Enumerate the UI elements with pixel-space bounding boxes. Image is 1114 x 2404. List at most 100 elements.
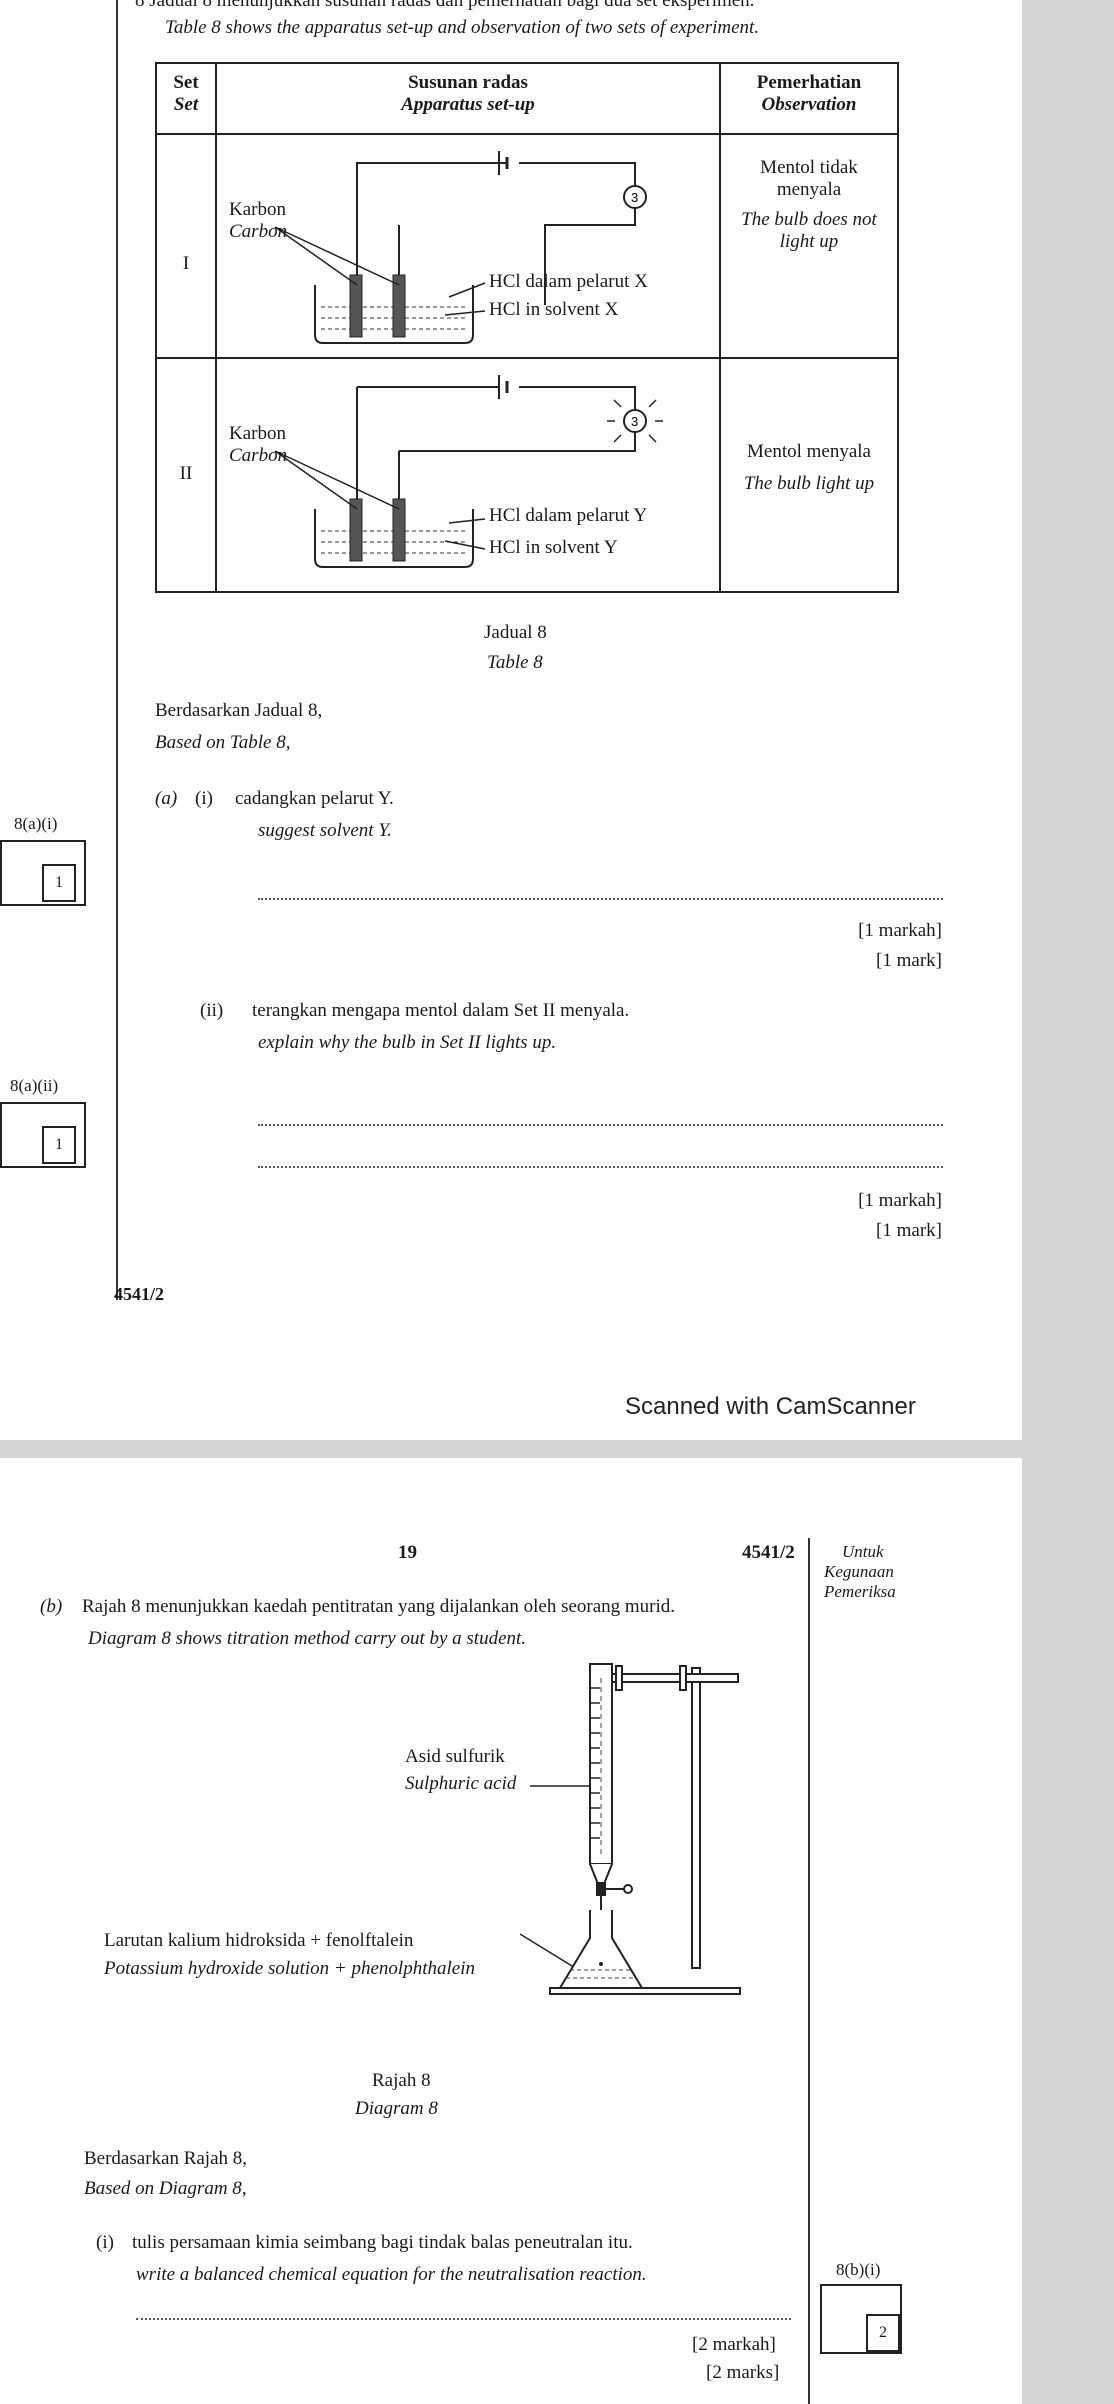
set-2-observation: Mentol menyala The bulb light up <box>719 357 899 593</box>
mark-code-8bi: 8(b)(i) <box>836 2260 881 2279</box>
mark-b-i-ms: [2 markah] <box>692 2334 776 2356</box>
set-1-karbon: Karbon <box>229 199 286 220</box>
mark-a-i-ms: [1 markah] <box>858 920 942 942</box>
examiner-label-1: Untuk <box>842 1542 884 1561</box>
mark-box-8ai-score: 1 <box>42 864 76 902</box>
set-2-obs-ms-1: Mentol menyala <box>747 441 871 462</box>
diagram-caption-en: Diagram 8 <box>355 2098 438 2119</box>
mark-a-ii-en-text: [1 mark] <box>876 1220 942 1241</box>
exam-page-1: 8 Jadual 8 menunjukkan susunan radas dan… <box>0 0 1022 1440</box>
table-8: Set Set Susunan radas Apparatus set-up P… <box>155 62 899 593</box>
set-1-observation: Mentol tidak menyala The bulb does not l… <box>719 133 899 359</box>
footer-code: 4541/2 <box>114 1284 165 1304</box>
intro-text: Table 8 shows the apparatus set-up and o… <box>165 17 760 38</box>
question-b-i-en: write a balanced chemical equation for t… <box>136 2264 647 2285</box>
titration-diagram <box>520 1663 741 1995</box>
conical-flask-icon <box>558 1910 644 1989</box>
mark-code-8aii: 8(a)(ii) <box>10 1076 59 1095</box>
mark-a-i-en-text: [1 mark] <box>876 950 942 971</box>
mark-box-8bi: 2 <box>820 2284 902 2354</box>
mark-box-8bi-score: 2 <box>866 2314 900 2352</box>
mark-b-i-en-text: [2 marks] <box>706 2362 780 2383</box>
mark-box-8aii: 1 <box>0 1102 86 1168</box>
mark-a-i-ms-text: [1 markah] <box>858 920 942 941</box>
question-a-ii-en: explain why the bulb in Set II lights up… <box>258 1032 557 1053</box>
question-a-label: (a) <box>155 788 178 809</box>
top-cut-text: 8 Jadual 8 menunjukkan susunan radas dan… <box>135 0 755 11</box>
table-head-set: Set Set <box>155 62 217 135</box>
head-obs-en: Observation <box>761 94 857 115</box>
answer-line-b-i[interactable] <box>136 2318 791 2320</box>
question-a-i-en: suggest solvent Y. <box>258 820 392 841</box>
based-on-diagram-en: Based on Diagram 8, <box>84 2178 247 2199</box>
set-2-carbon: Carbon <box>229 445 288 466</box>
table-caption-ms: Jadual 8 <box>484 622 547 643</box>
head-setup-en: Apparatus set-up <box>401 94 535 115</box>
set-2-karbon: Karbon <box>229 423 286 444</box>
scanner-watermark: Scanned with CamScanner <box>625 1393 916 1420</box>
diagram-caption-ms: Rajah 8 <box>372 2070 431 2091</box>
set-1-obs-ms-1: Mentol tidak <box>760 157 858 178</box>
circuit-diagram-2: 3 <box>274 375 663 568</box>
answer-line-a-ii-2[interactable] <box>258 1166 943 1168</box>
examiner-label-3: Pemeriksa <box>824 1582 896 1601</box>
svg-text:3: 3 <box>631 414 638 429</box>
question-b-label: (b) <box>40 1596 63 1617</box>
set-2-solvent-en: HCl in solvent Y <box>489 537 618 559</box>
question-a-i-number: (i) <box>195 788 213 809</box>
paper-code: 4541/2 <box>742 1542 795 1563</box>
exam-page-2: 19 4541/2 Untuk Kegunaan Pemeriksa (b) R… <box>0 1458 1022 2404</box>
answer-line-a-i[interactable] <box>258 898 943 900</box>
set-1-solvent-ms: HCl dalam pelarut X <box>489 271 648 292</box>
set-1-obs-en-1: The bulb does not <box>741 209 877 230</box>
based-on-diagram-ms: Berdasarkan Rajah 8, <box>84 2148 248 2169</box>
stand-base <box>549 1987 741 1995</box>
set-2-solvent-ms: HCl dalam pelarut Y <box>489 505 648 526</box>
based-on-table-ms: Berdasarkan Jadual 8, <box>155 700 323 721</box>
based-on-table-en: Based on Table 8, <box>155 732 291 753</box>
set-1-carbon: Carbon <box>229 221 288 242</box>
table-head-observation: Pemerhatian Observation <box>719 62 899 135</box>
head-set-ms: Set <box>173 72 199 93</box>
head-set-en: Set <box>173 94 199 115</box>
head-obs-ms: Pemerhatian <box>756 72 862 93</box>
question-a-ii-number: (ii) <box>200 1000 224 1021</box>
mark-a-i-en: [1 mark] <box>876 950 942 972</box>
circuit-diagram-1: 3 <box>274 151 647 344</box>
question-b-en: Diagram 8 shows titration method carry o… <box>88 1628 527 1649</box>
mark-a-ii-ms-text: [1 markah] <box>858 1190 942 1211</box>
beaker-icon <box>314 285 474 344</box>
question-b-i-ms: tulis persamaan kimia seimbang bagi tind… <box>132 2232 633 2253</box>
set-2-obs-en-1: The bulb light up <box>743 473 875 494</box>
mark-a-ii-en: [1 mark] <box>876 1220 942 1242</box>
mark-b-i-ms-text: [2 markah] <box>692 2334 776 2355</box>
head-setup-ms: Susunan radas <box>408 72 528 93</box>
question-a-ii-ms: terangkan mengapa mentol dalam Set II me… <box>252 1000 630 1021</box>
page-left-margin-line <box>116 0 118 1300</box>
question-b-i-number: (i) <box>96 2232 114 2253</box>
mark-box-8aii-score: 1 <box>42 1126 76 1164</box>
set-1-solvent-en-text: HCl in solvent X <box>489 299 619 320</box>
table-head-setup: Susunan radas Apparatus set-up <box>215 62 721 135</box>
label-acid-ms: Asid sulfurik <box>405 1746 505 1767</box>
examiner-label-2: Kegunaan <box>824 1562 894 1581</box>
mark-box-8ai: 1 <box>0 840 86 906</box>
page-number: 19 <box>398 1542 417 1563</box>
set-1-obs-ms-2: menyala <box>776 179 842 200</box>
set-1-label: I <box>155 133 217 359</box>
svg-text:3: 3 <box>631 190 638 205</box>
set-2-apparatus: 3 <box>215 357 721 593</box>
set-1-apparatus: 3 <box>215 133 721 359</box>
mark-a-ii-ms: [1 markah] <box>858 1190 942 1212</box>
question-b-ms: Rajah 8 menunjukkan kaedah pentitratan y… <box>82 1596 676 1617</box>
answer-line-a-ii-1[interactable] <box>258 1124 943 1126</box>
table-caption-en: Table 8 <box>487 652 543 673</box>
table-row-set-2: II 3 <box>155 357 899 593</box>
label-koh-en: Potassium hydroxide solution + phenolpht… <box>104 1958 475 1979</box>
set-1-obs-en-2: light up <box>779 231 839 252</box>
label-koh-ms: Larutan kalium hidroksida + fenolftalein <box>104 1930 414 1951</box>
set-2-solvent-en-text: HCl in solvent Y <box>489 537 618 558</box>
bulb-rays-icon <box>607 395 663 443</box>
label-acid-en: Sulphuric acid <box>405 1773 517 1794</box>
table-row-set-1: I 3 <box>155 133 899 359</box>
